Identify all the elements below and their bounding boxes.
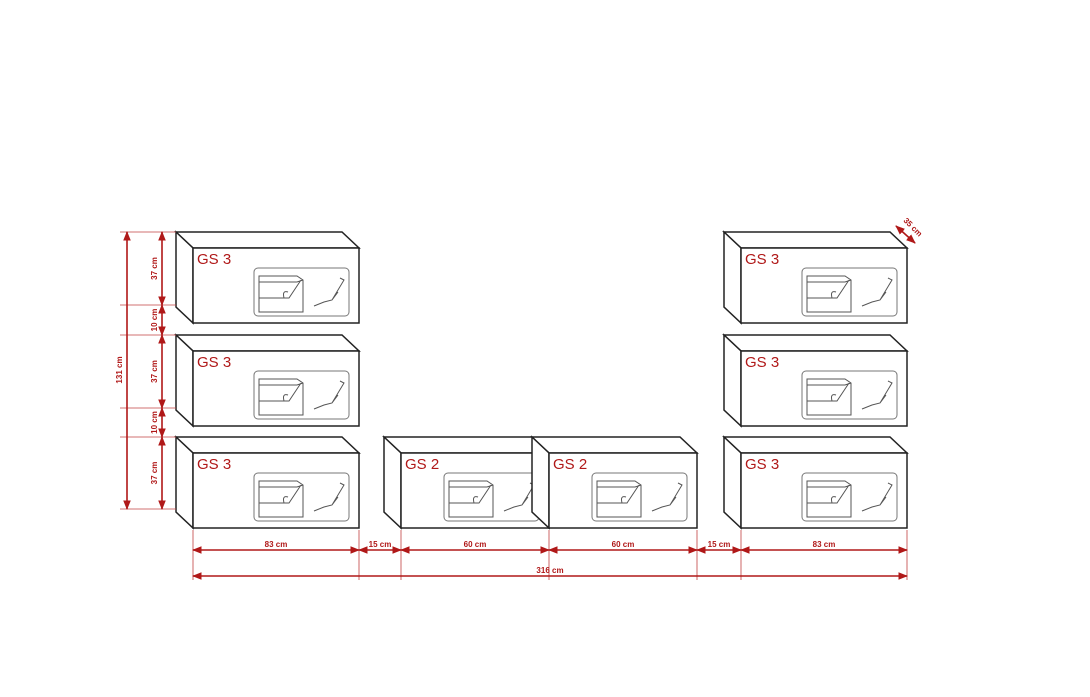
height-dimension-label: 37 cm	[150, 360, 159, 383]
cabinet: GS 3	[174, 435, 361, 530]
mechanism-panel	[253, 472, 350, 522]
cabinet-label: GS 3	[745, 251, 779, 268]
depth-dimension	[895, 225, 916, 244]
cabinet-top	[722, 436, 909, 454]
cabinet-side	[383, 435, 402, 530]
drawer-sketch-icon	[258, 480, 304, 518]
cabinet-label: GS 3	[197, 456, 231, 473]
height-dimension-label: 10 cm	[150, 309, 159, 332]
mechanism-icon	[591, 472, 688, 522]
width-dimension-label: 60 cm	[612, 540, 635, 549]
cabinet: GS 3	[174, 230, 361, 325]
cabinet-top	[530, 436, 699, 454]
depth-label: 35 cm	[902, 216, 924, 238]
mechanism-icon	[801, 370, 898, 420]
width-dimension-label: 15 cm	[369, 540, 392, 549]
cabinet-top	[722, 334, 909, 352]
cabinet-label: GS 3	[745, 354, 779, 371]
mechanism-panel	[591, 472, 688, 522]
mechanism-panel	[801, 267, 898, 317]
cabinet-top	[382, 436, 551, 454]
total-height-label: 131 cm	[115, 356, 124, 383]
mechanism-panel	[443, 472, 540, 522]
cabinet-label: GS 3	[197, 251, 231, 268]
hinge-sketch-icon	[313, 380, 345, 410]
hinge-sketch-icon	[861, 277, 893, 307]
drawer-sketch-icon	[258, 275, 304, 313]
cabinet-side	[175, 435, 194, 530]
hinge-sketch-icon	[651, 482, 683, 512]
width-dimension-label: 60 cm	[464, 540, 487, 549]
cabinet-side	[175, 333, 194, 428]
drawer-sketch-icon	[448, 480, 494, 518]
hinge-sketch-icon	[313, 482, 345, 512]
hinge-sketch-icon	[861, 380, 893, 410]
cabinet: GS 3	[722, 333, 909, 428]
total-width-label: 316 cm	[536, 566, 563, 575]
mechanism-icon	[253, 267, 350, 317]
height-dimension-label: 37 cm	[150, 462, 159, 485]
height-dimension-label: 10 cm	[150, 411, 159, 434]
cabinet-label: GS 2	[553, 456, 587, 473]
drawer-sketch-icon	[258, 378, 304, 416]
mechanism-panel	[253, 370, 350, 420]
cabinet-side	[531, 435, 550, 530]
cabinet-top	[174, 436, 361, 454]
cabinet: GS 2	[382, 435, 551, 530]
height-dimension-label: 37 cm	[150, 257, 159, 280]
cabinet: GS 3	[174, 333, 361, 428]
cabinet-top	[722, 231, 909, 249]
mechanism-panel	[801, 472, 898, 522]
cabinet-side	[723, 230, 742, 325]
mechanism-icon	[443, 472, 540, 522]
cabinet-side	[175, 230, 194, 325]
width-dimension-label: 83 cm	[265, 540, 288, 549]
hinge-sketch-icon	[313, 277, 345, 307]
drawer-sketch-icon	[806, 378, 852, 416]
mechanism-icon	[801, 267, 898, 317]
cabinet-top	[174, 231, 361, 249]
mechanism-panel	[801, 370, 898, 420]
mechanism-icon	[253, 472, 350, 522]
cabinet-top	[174, 334, 361, 352]
cabinet-side	[723, 435, 742, 530]
cabinet-label: GS 2	[405, 456, 439, 473]
drawer-sketch-icon	[596, 480, 642, 518]
drawer-sketch-icon	[806, 275, 852, 313]
width-dimension-label: 83 cm	[813, 540, 836, 549]
cabinet: GS 3	[722, 435, 909, 530]
cabinet-label: GS 3	[197, 354, 231, 371]
drawer-sketch-icon	[806, 480, 852, 518]
mechanism-panel	[253, 267, 350, 317]
hinge-sketch-icon	[861, 482, 893, 512]
cabinet: GS 3	[722, 230, 909, 325]
mechanism-icon	[253, 370, 350, 420]
mechanism-icon	[801, 472, 898, 522]
cabinet-label: GS 3	[745, 456, 779, 473]
width-dimension-label: 15 cm	[708, 540, 731, 549]
cabinet-side	[723, 333, 742, 428]
cabinet: GS 2	[530, 435, 699, 530]
